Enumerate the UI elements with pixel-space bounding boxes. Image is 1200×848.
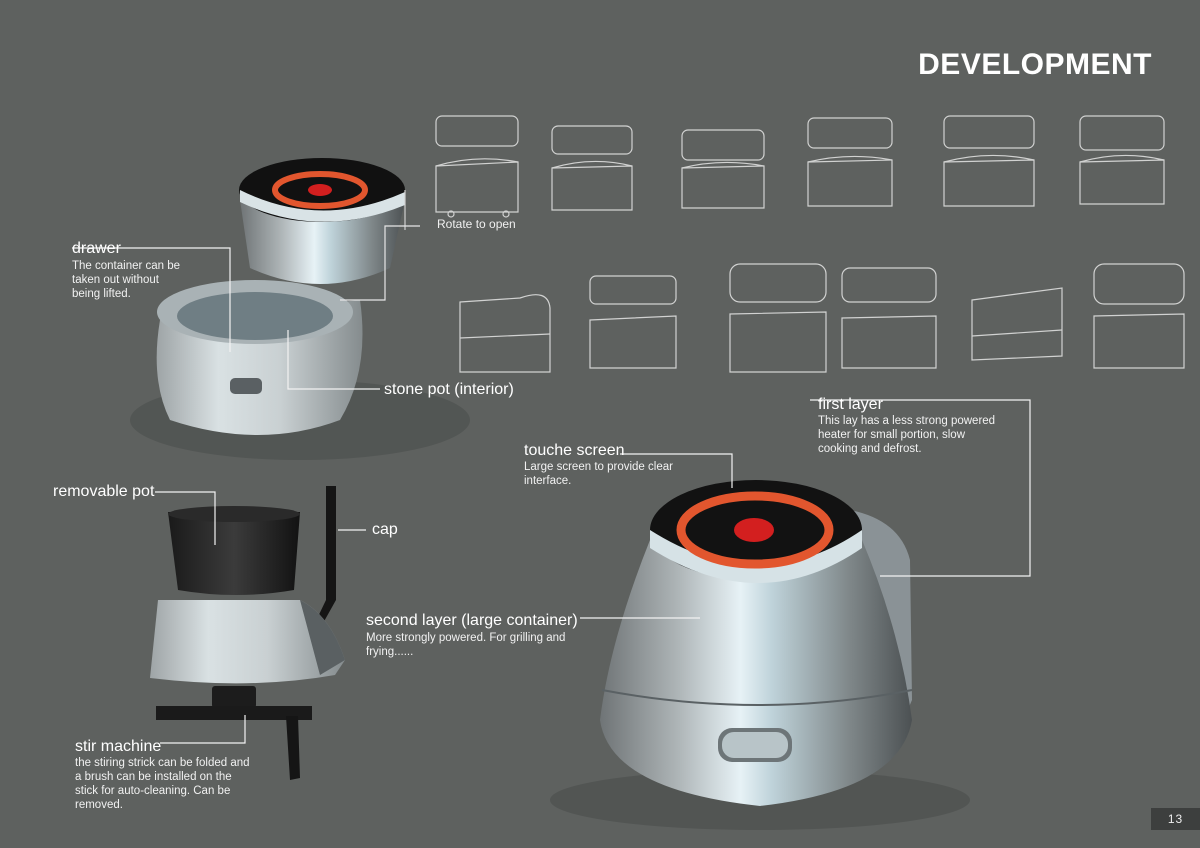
sketch-thumbnail bbox=[1093, 263, 1185, 369]
sketch-thumbnail bbox=[729, 263, 827, 373]
cap-label: cap bbox=[372, 521, 398, 538]
sketch-row-1 bbox=[435, 115, 1165, 218]
rice-cooker-render-closed bbox=[550, 480, 970, 830]
second-layer-description: More strongly powered. For grilling and … bbox=[366, 632, 566, 658]
page-number: 13 bbox=[1151, 808, 1200, 830]
sketch-thumbnail bbox=[841, 267, 937, 369]
sketch-thumbnail bbox=[807, 117, 893, 207]
stone-pot-label: stone pot (interior) bbox=[384, 381, 514, 398]
sketch-thumbnail bbox=[435, 115, 519, 218]
drawer-label: drawer bbox=[72, 240, 121, 257]
removable-pot-label: removable pot bbox=[53, 483, 155, 500]
sketch-thumbnail bbox=[551, 125, 633, 211]
stir-machine-label: stir machine bbox=[75, 738, 162, 755]
sketch-thumbnail bbox=[459, 294, 551, 373]
sketch-thumbnail bbox=[589, 275, 677, 369]
sketch-row-2 bbox=[459, 263, 1185, 373]
sketch-thumbnail bbox=[1079, 115, 1165, 205]
rotate-note: Rotate to open bbox=[437, 217, 516, 231]
second-layer-label: second layer (large container) bbox=[366, 612, 578, 629]
sketch-thumbnail bbox=[681, 129, 765, 209]
exploded-view bbox=[150, 486, 345, 780]
sketch-thumbnail bbox=[971, 287, 1063, 361]
sketch-thumbnail bbox=[943, 115, 1035, 207]
touch-screen-label: touche screen bbox=[524, 442, 625, 459]
callout-lines bbox=[72, 190, 1031, 744]
stir-machine-description: the stiring strick can be folded and a b… bbox=[75, 757, 250, 811]
first-layer-label: first layer bbox=[818, 396, 883, 413]
first-layer-description: This lay has a less strong powered heate… bbox=[818, 415, 996, 455]
rice-cooker-render-open bbox=[130, 158, 470, 460]
page-title: DEVELOPMENT bbox=[918, 48, 1152, 81]
drawer-description: The container can be taken out without b… bbox=[72, 260, 181, 300]
touch-screen-description: Large screen to provide clear interface. bbox=[524, 461, 673, 487]
